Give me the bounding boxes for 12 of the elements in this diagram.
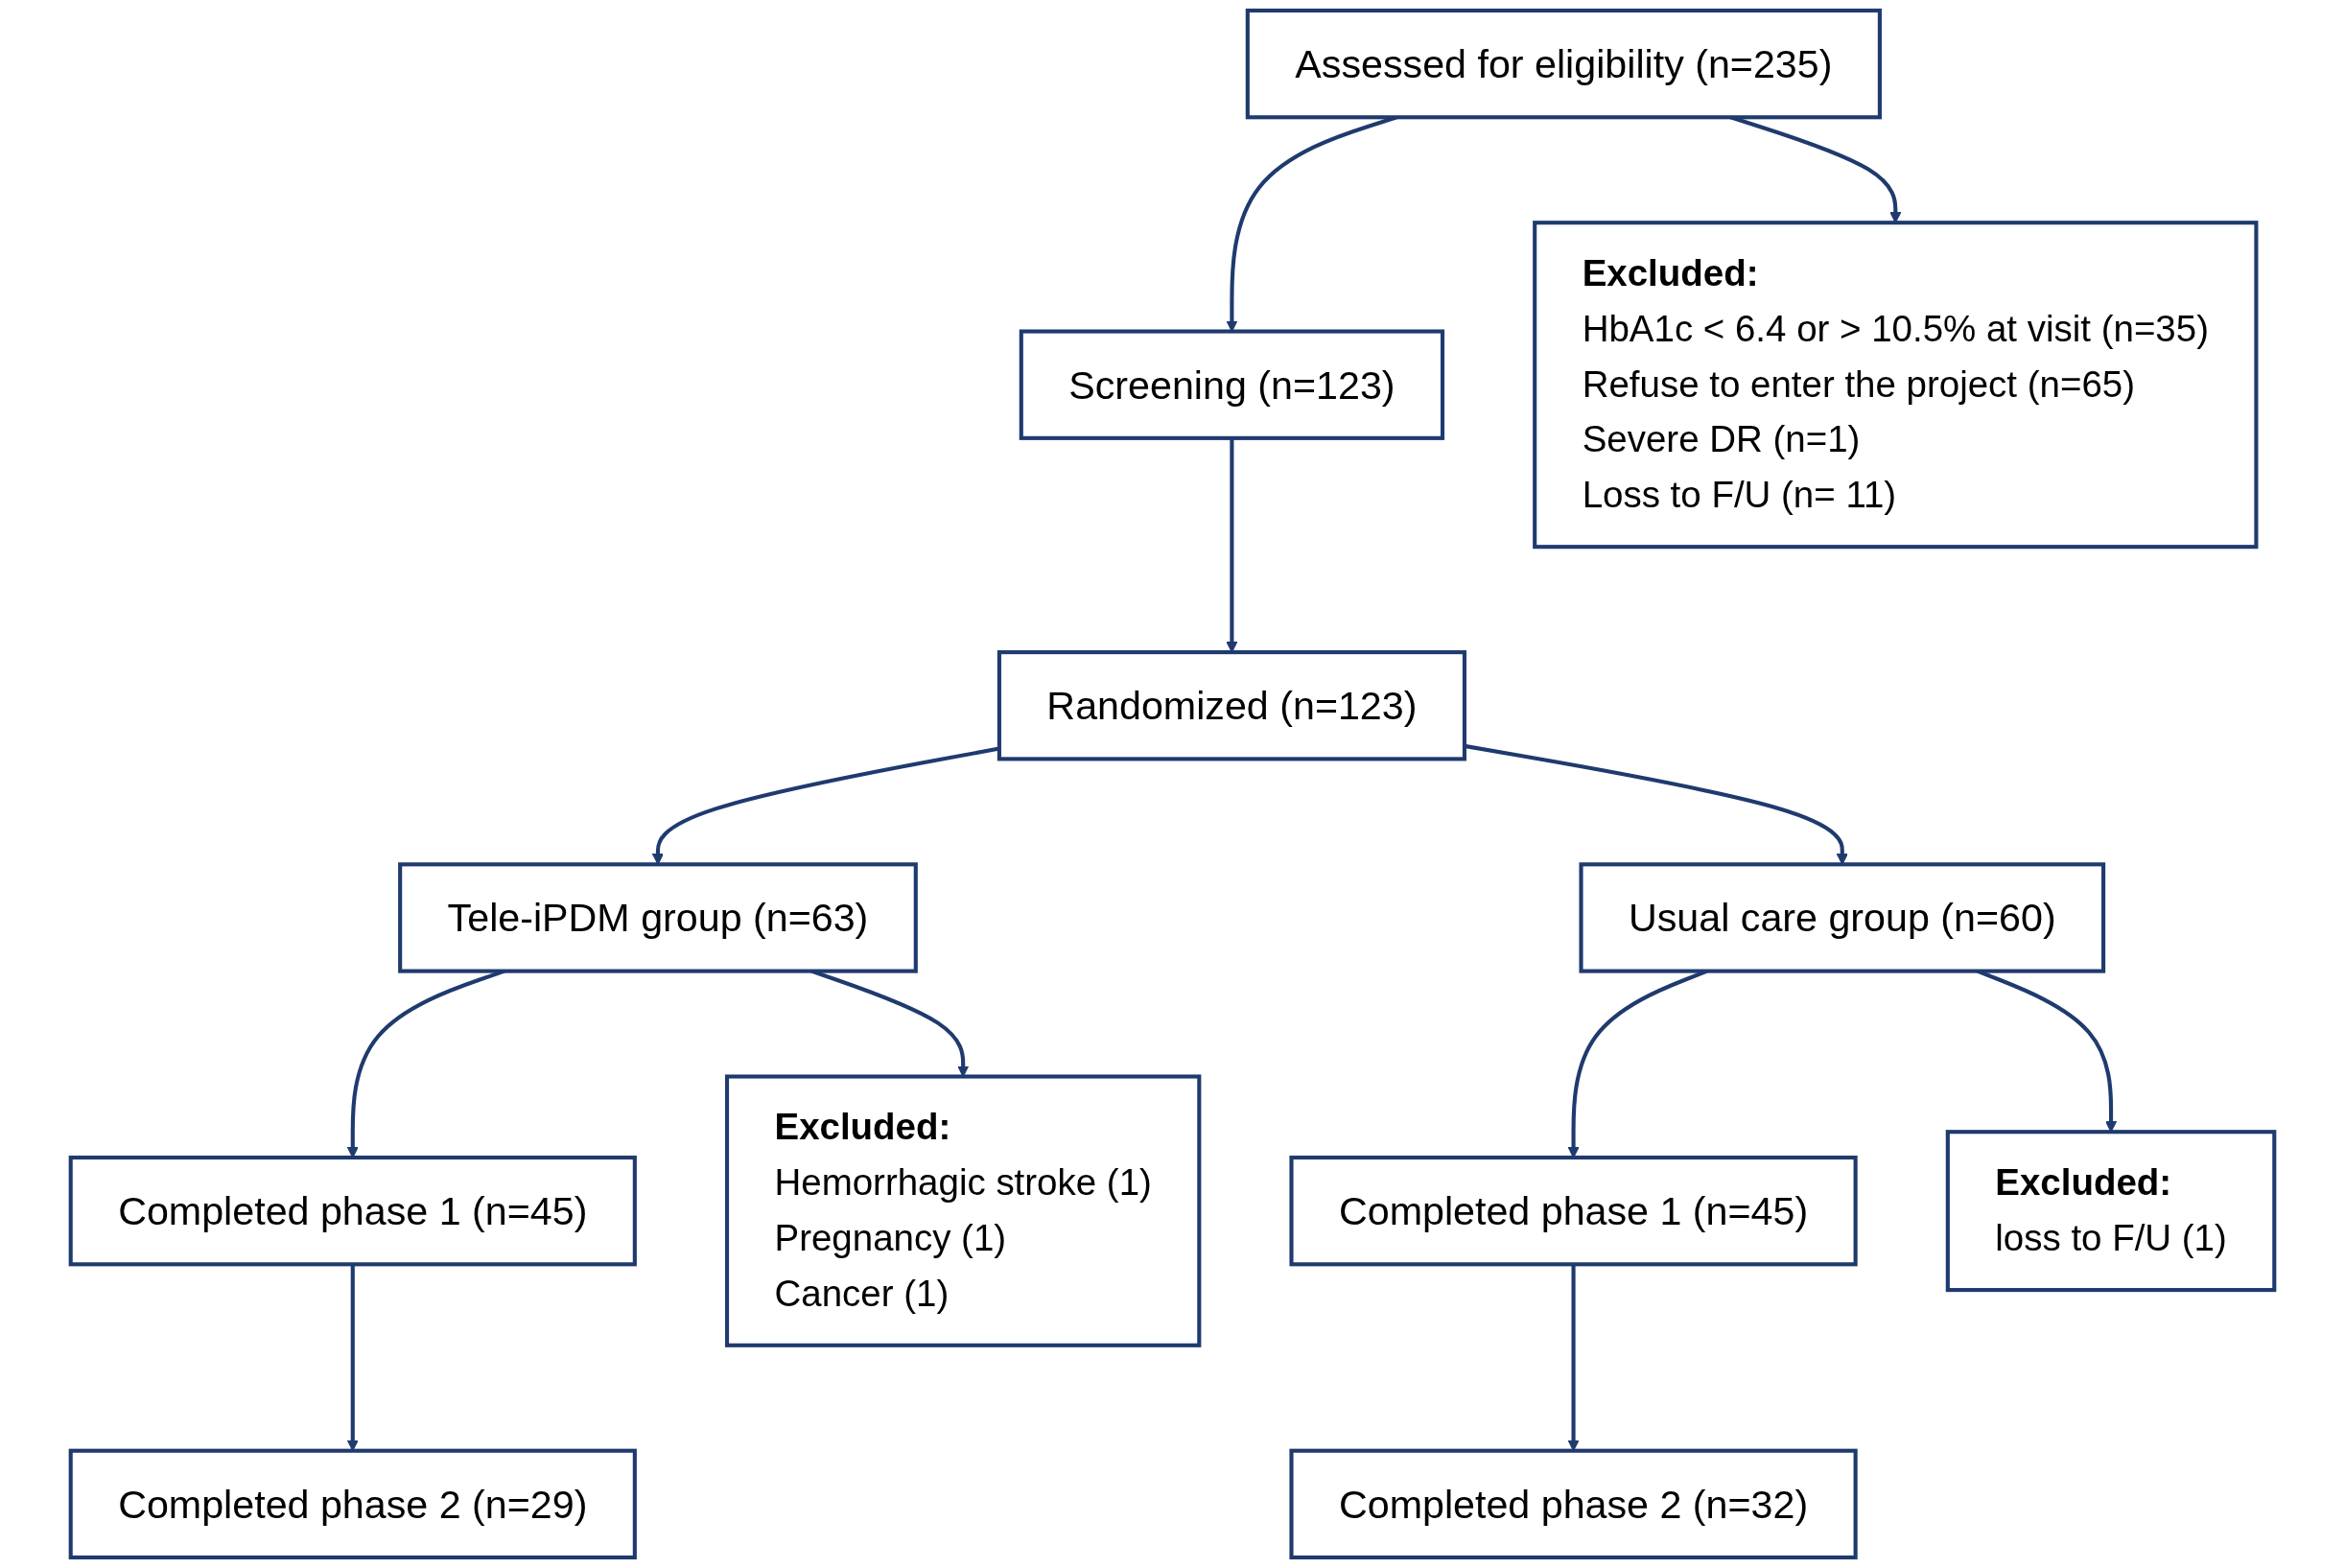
node-box: Excluded: loss to F/U (1) [1945, 1130, 2277, 1293]
node-box: Randomized (n=123) [997, 650, 1466, 761]
node-box: Assessed for eligibility (n=235) [1245, 8, 1882, 120]
node-box: Completed phase 2 (n=32) [1289, 1448, 1858, 1560]
node-box: Completed phase 1 (n=45) [68, 1155, 637, 1267]
node-box: Excluded: HbA1c < 6.4 or > 10.5% at visit (n=35) Refuse to enter the project (n=65) Severe DR (n=1) Loss to F/U (n= 11) [1533, 221, 2259, 550]
node-box: Tele-iPDM group (n=63) [398, 862, 918, 973]
node-box: Screening (n=123) [1019, 329, 1445, 440]
node-box: Excluded: Hemorrhagic stroke (1) Pregnancy (1) Cancer (1) [724, 1074, 1202, 1347]
node-box: Completed phase 1 (n=45) [1289, 1155, 1858, 1267]
node-box: Completed phase 2 (n=29) [68, 1448, 637, 1560]
node-box: Usual care group (n=60) [1579, 862, 2106, 973]
